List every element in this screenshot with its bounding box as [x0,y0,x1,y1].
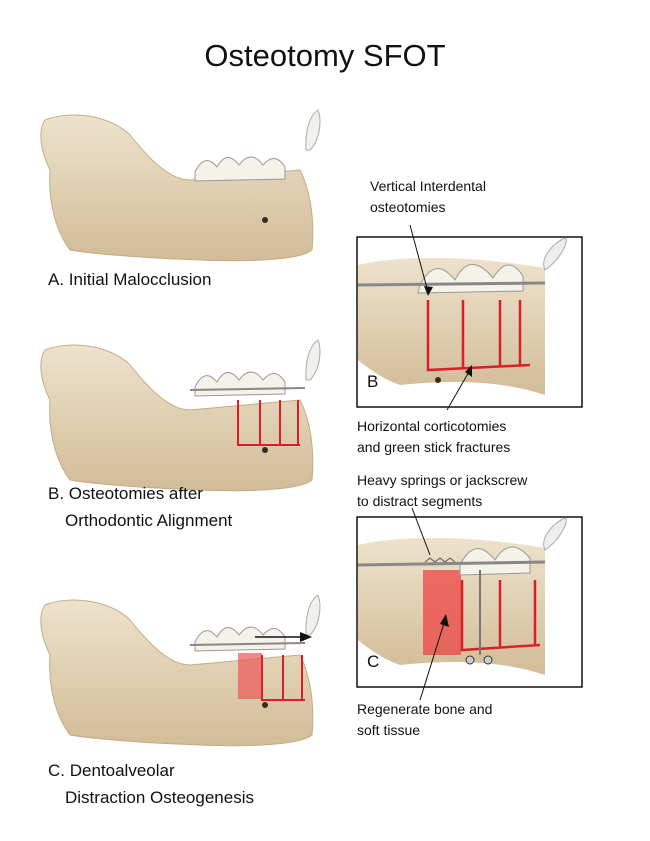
jaw-illustration-a [40,109,321,262]
panel-label-b: B. Osteotomies after Orthodontic Alignme… [48,480,232,534]
pointer-regenerate [419,619,446,701]
page-title: Osteotomy SFOT [204,38,446,73]
osteotomy-lines [237,400,300,446]
label-line: Distraction Osteogenesis [65,788,254,807]
inset-letter-b: B [367,372,379,391]
panel-label-a: A. Initial Malocclusion [48,266,211,293]
note-vertical-osteotomies: Vertical Interdental osteotomies [370,176,486,218]
spring [424,557,456,563]
note-horizontal-corticotomies: Horizontal corticotomies and green stick… [357,416,510,458]
inset-c [356,507,583,701]
label-line: C. Dentoalveolar [48,761,175,780]
pointer-springs [411,507,431,556]
label-line: A. Initial Malocclusion [48,270,212,289]
note-springs: Heavy springs or jackscrew to distract s… [357,470,527,512]
jaw-illustration-b [40,339,321,492]
label-line: B. Osteotomies after [48,484,203,503]
inset-b [356,224,583,411]
regenerate-bone [238,653,262,699]
note-line: to distract segments [357,493,483,509]
note-line: Vertical Interdental [370,178,486,194]
note-line: soft tissue [357,722,421,738]
note-regenerate-bone: Regenerate bone and soft tissue [357,699,492,741]
pointer-horizontal [446,369,471,411]
panel-label-c: C. Dentoalveolar Distraction Osteogenesi… [48,757,254,811]
regenerate-bone [423,570,461,655]
inset-letter-c: C [367,652,380,671]
note-line: Horizontal corticotomies [357,418,507,434]
note-line: and green stick fractures [357,439,511,455]
jaw-illustration-c [40,594,321,747]
label-line: Orthodontic Alignment [65,511,233,530]
pointer-vertical [409,224,429,293]
note-line: osteotomies [370,199,446,215]
archwire [189,387,306,391]
note-line: Heavy springs or jackscrew [357,472,528,488]
note-line: Regenerate bone and [357,701,493,717]
